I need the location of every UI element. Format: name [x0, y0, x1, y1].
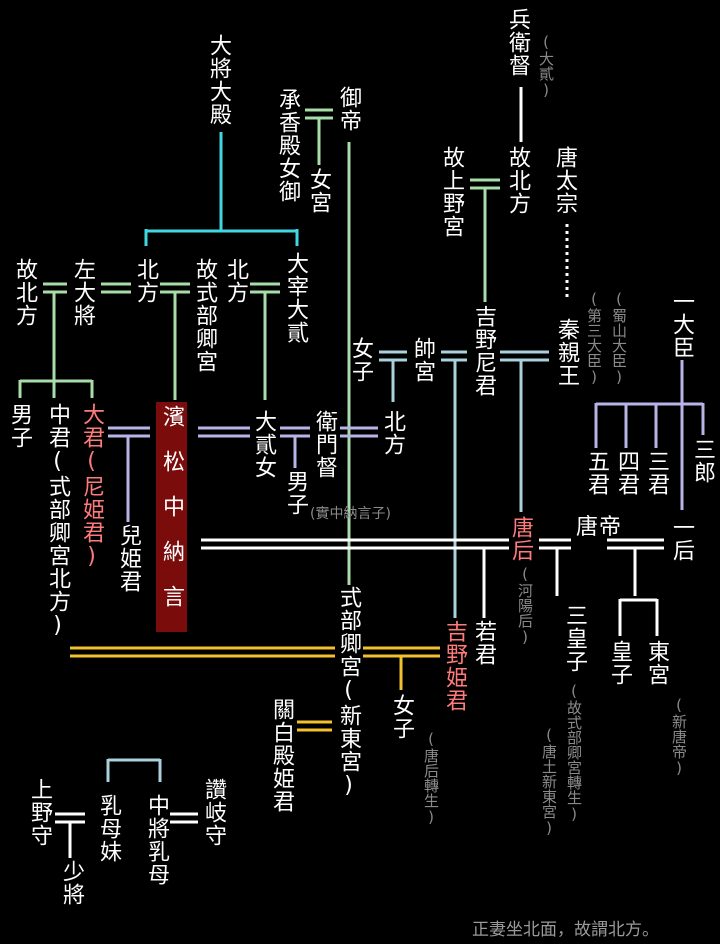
node-kozuke-no-kami: 上野守 — [27, 778, 52, 847]
node-nyoshi-b: 女子 — [389, 694, 414, 740]
node-dazai-daini: 大宰大貳 — [283, 252, 308, 344]
node-taisho-daidono: 大將大殿 — [206, 34, 231, 126]
node-yoshino-amagimi: 吉野尼君 — [471, 305, 496, 397]
node-wakagimi: 若君 — [471, 620, 496, 666]
node-menoto-imoto: 乳母妹 — [96, 794, 121, 863]
note-sannomiko-1: (故式部卿宮轉生) — [565, 682, 583, 823]
node-ichi-daijin: 一大臣 — [669, 290, 694, 359]
node-shosho: 少將 — [59, 860, 84, 906]
node-chujo-menoto: 中將乳母 — [144, 794, 169, 886]
node-nyogu: 女宮 — [306, 168, 331, 214]
node-ouji: 皇子 — [607, 640, 632, 686]
note-shokuzan: (蜀山大臣) — [610, 290, 628, 386]
node-sanuki-no-kami: 讚岐守 — [201, 778, 226, 847]
node-kitanokata-c: 北方 — [380, 410, 405, 456]
node-daini-musume: 大貳女 — [251, 410, 276, 479]
node-kitanokata-b: 北方 — [223, 258, 248, 304]
note-tougou: (河陽后) — [516, 565, 534, 646]
node-toutei: 唐帝 — [576, 515, 623, 540]
node-saburo: 三郎 — [690, 438, 715, 484]
node-kojo-yano-miya: 故上野宮 — [439, 146, 464, 238]
node-gotei: 御帝 — [336, 86, 361, 132]
node-chigohime: 兒姫君 — [116, 524, 141, 593]
node-shikibukyo-no-miya: 式部卿宮(新東宮) — [336, 586, 361, 799]
note-shinshinno: (第三大臣) — [585, 290, 603, 386]
node-tougou: 唐后 — [508, 516, 533, 562]
note-nyoshi-b: (唐后轉生) — [422, 730, 440, 826]
note-hyoefu: (大貳) — [537, 33, 555, 99]
node-yoshino-himegimi: 吉野姫君 — [442, 620, 467, 712]
node-tou-taiso: 唐太宗 — [552, 146, 577, 215]
node-gonokimi: 五君 — [584, 450, 609, 496]
node-oikimi: 大君(尼姫君) — [79, 403, 104, 570]
node-kanpaku-himegimi: 關白殿姫君 — [269, 698, 294, 813]
node-nyoshi-a: 女子 — [348, 337, 373, 383]
note-sannomiko-2: (唐土新東宮) — [540, 726, 558, 837]
note-nanshi-b: (實中納言子) — [310, 506, 391, 522]
node-emon-kami: 衛門督 — [312, 410, 337, 479]
node-nanshi-b: 男子 — [283, 470, 308, 516]
node-kohokuho-left: 故北方 — [12, 258, 37, 327]
node-ichigou: 一后 — [669, 516, 694, 562]
node-hyoefu: 兵衛督 — [505, 8, 530, 77]
note-tougu: (新唐帝) — [670, 696, 688, 777]
node-kohokuho-right: 故北方 — [505, 146, 530, 215]
node-tougu: 東宮 — [644, 640, 669, 686]
node-sochi-no-miya: 帥宮 — [410, 337, 435, 383]
node-koshikibu: 故式部卿宮 — [192, 258, 217, 373]
node-kitanokata-a: 北方 — [133, 258, 158, 304]
node-sadaisho: 左大將 — [70, 258, 95, 327]
node-shinokimi: 四君 — [614, 450, 639, 496]
footer-note: 正妻坐北面，故謂北方。 — [472, 920, 659, 940]
node-nanshi-a: 男子 — [7, 403, 32, 449]
node-sannokimi: 三君 — [644, 450, 669, 496]
node-shinshinno: 秦親王 — [554, 318, 579, 387]
node-nakanokimi: 中君(式部卿宮北方) — [45, 403, 70, 639]
node-shokyoden-nyogo: 承香殿女御 — [275, 88, 300, 203]
node-sannomiko: 三皇子 — [562, 604, 587, 673]
node-hero-hamamatsu-chunagon: 濱松中納言 — [156, 402, 187, 632]
